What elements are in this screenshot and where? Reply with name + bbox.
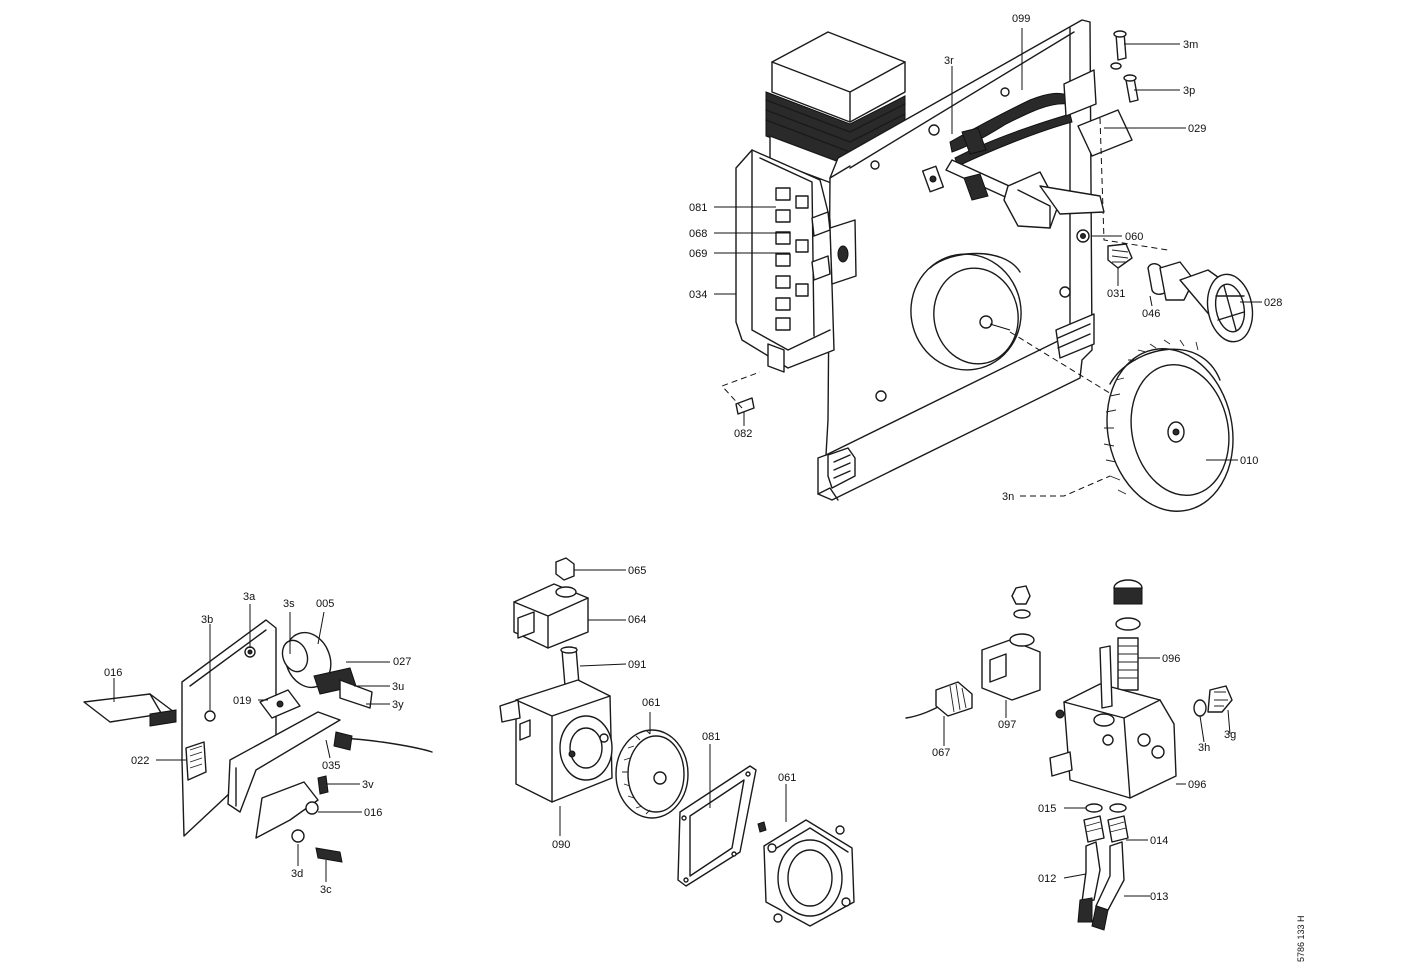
label-3v: 3v bbox=[362, 779, 374, 791]
label-027: 027 bbox=[393, 656, 411, 668]
label-096-top: 096 bbox=[1162, 653, 1180, 665]
nozzle bbox=[1107, 243, 1133, 269]
label-081-top: 081 bbox=[689, 202, 707, 214]
label-019: 019 bbox=[233, 695, 251, 707]
label-082: 082 bbox=[734, 428, 752, 440]
label-3u: 3u bbox=[392, 681, 404, 693]
burner-housing-assembly bbox=[714, 19, 1262, 512]
coupling-046 bbox=[1147, 261, 1195, 301]
electric-motor bbox=[910, 252, 1171, 431]
label-061-a: 061 bbox=[642, 697, 660, 709]
label-061-b: 061 bbox=[778, 772, 796, 784]
label-013: 013 bbox=[1150, 891, 1168, 903]
label-035: 035 bbox=[322, 760, 340, 772]
label-3p: 3p bbox=[1183, 85, 1195, 97]
label-097: 097 bbox=[998, 719, 1016, 731]
label-065: 065 bbox=[628, 565, 646, 577]
label-096-body: 096 bbox=[1188, 779, 1206, 791]
label-022: 022 bbox=[131, 755, 149, 767]
label-3d: 3d bbox=[291, 868, 303, 880]
label-015: 015 bbox=[1038, 803, 1056, 815]
left-assembly bbox=[83, 604, 433, 882]
label-3b: 3b bbox=[201, 614, 213, 626]
label-029: 029 bbox=[1188, 123, 1206, 135]
label-081-mid: 081 bbox=[702, 731, 720, 743]
label-034: 034 bbox=[689, 289, 707, 301]
label-091: 091 bbox=[628, 659, 646, 671]
label-067: 067 bbox=[932, 747, 950, 759]
label-090: 090 bbox=[552, 839, 570, 851]
label-3c: 3c bbox=[320, 884, 332, 896]
label-005: 005 bbox=[316, 598, 334, 610]
label-060: 060 bbox=[1125, 231, 1143, 243]
pump-assembly bbox=[499, 557, 855, 927]
label-016-left: 016 bbox=[104, 667, 122, 679]
oil-pump-assembly bbox=[905, 579, 1233, 931]
label-3s: 3s bbox=[283, 598, 295, 610]
label-016-right: 016 bbox=[364, 807, 382, 819]
screws-3m-3p bbox=[1110, 30, 1139, 103]
control-box bbox=[735, 149, 857, 373]
label-046: 046 bbox=[1142, 308, 1160, 320]
fan-wheel bbox=[1103, 339, 1234, 512]
label-3m: 3m bbox=[1183, 39, 1198, 51]
label-012: 012 bbox=[1038, 873, 1056, 885]
label-3y: 3y bbox=[392, 699, 404, 711]
label-064: 064 bbox=[628, 614, 646, 626]
label-3n: 3n bbox=[1002, 491, 1014, 503]
label-099: 099 bbox=[1012, 13, 1030, 25]
label-3h: 3h bbox=[1198, 742, 1210, 754]
label-068: 068 bbox=[689, 228, 707, 240]
label-3r: 3r bbox=[944, 55, 954, 67]
label-031: 031 bbox=[1107, 288, 1125, 300]
label-010: 010 bbox=[1240, 455, 1258, 467]
label-028: 028 bbox=[1264, 297, 1282, 309]
label-069: 069 bbox=[689, 248, 707, 260]
part-labels: 099 3r 3m 3p 029 081 068 069 034 060 031… bbox=[104, 13, 1306, 962]
label-014: 014 bbox=[1150, 835, 1168, 847]
drawing-number: 5786 133 H bbox=[1296, 915, 1306, 962]
label-3a: 3a bbox=[243, 591, 256, 603]
electrode-rod bbox=[945, 127, 1105, 243]
label-3g: 3g bbox=[1224, 729, 1236, 741]
fuse-082 bbox=[721, 371, 761, 415]
fan-hub-028 bbox=[1179, 269, 1254, 343]
